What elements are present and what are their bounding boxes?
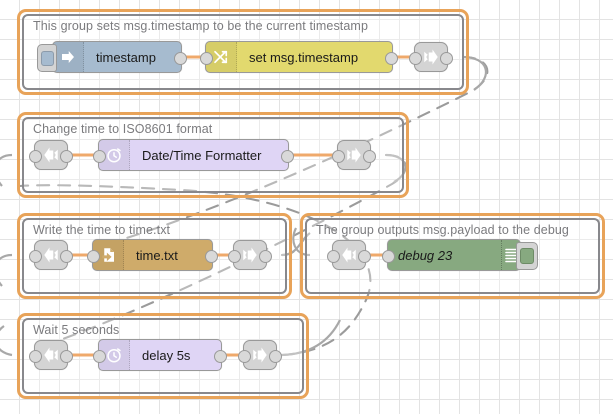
link-out-node-1[interactable] [409,42,453,72]
inject-node-label: timestamp [96,49,156,65]
inject-output-port[interactable] [174,51,187,65]
link-in-icon [333,241,365,269]
link-out-2-input-port[interactable] [332,149,345,163]
date-time-output-port[interactable] [281,149,294,163]
date-time-formatter-node[interactable]: Date/Time Formatter [93,139,294,171]
link-out-icon [234,241,266,269]
link-out-1-input-port[interactable] [409,51,422,65]
date-time-input-port[interactable] [93,149,106,163]
file-input-port[interactable] [87,249,100,263]
delay-node-5s[interactable]: delay 5s [93,339,227,371]
file-node-label: time.txt [136,247,178,263]
change-node-set-timestamp[interactable]: set msg.timestamp [200,41,398,73]
link-out-icon [244,341,276,369]
inject-node-timestamp[interactable]: timestamp [37,41,187,73]
group-delay-label: Wait 5 seconds [33,323,120,337]
link-in-2-output-port[interactable] [60,149,73,163]
link-in-icon [35,241,67,269]
link-in-2-input-port[interactable] [29,149,42,163]
link-in-4-input-port[interactable] [327,249,340,263]
link-in-node-4[interactable] [327,240,371,270]
change-node-label: set msg.timestamp [249,49,359,65]
delay-input-port[interactable] [93,349,106,363]
link-in-5-output-port[interactable] [60,349,73,363]
file-output-port[interactable] [205,249,218,263]
debug-enable-toggle-button[interactable] [516,242,538,270]
group-iso8601-label: Change time to ISO8601 format [33,122,213,136]
link-in-node-5[interactable] [29,340,73,370]
debug-node-label: debug 23 [398,247,453,263]
link-out-node-3[interactable] [228,240,272,270]
link-in-4-output-port[interactable] [358,249,371,263]
link-out-node-2[interactable] [332,140,376,170]
link-in-3-output-port[interactable] [60,249,73,263]
link-in-node-3[interactable] [29,240,73,270]
debug-lines-icon [501,240,520,270]
debug-node-23[interactable]: debug 23 [382,239,538,271]
change-output-port[interactable] [385,51,398,65]
link-in-icon [35,141,67,169]
link-out-node-5[interactable] [238,340,282,370]
debug-input-port[interactable] [382,249,395,263]
arrow-right-icon [53,42,84,72]
link-tail-in-2 [0,153,13,187]
link-out-2-output-port[interactable] [363,149,376,163]
link-tail-in-3 [0,253,13,287]
inject-trigger-button[interactable] [37,44,57,72]
link-out-icon [338,141,370,169]
link-in-5-input-port[interactable] [29,349,42,363]
link-in-icon [35,341,67,369]
link-out-5-output-port[interactable] [269,349,282,363]
change-input-port[interactable] [200,51,213,65]
file-node-time-txt[interactable]: time.txt [87,239,218,271]
group-write-file-label: Write the time to time.txt [33,223,171,237]
link-tail-in-5 [0,325,13,357]
link-out-5-input-port[interactable] [238,349,251,363]
group-debug-label: The group outputs msg.payload to the deb… [316,223,569,237]
link-in-3-input-port[interactable] [29,249,42,263]
date-time-formatter-label: Date/Time Formatter [142,147,262,163]
file-write-icon [93,240,124,270]
delay-node-label: delay 5s [142,347,191,363]
delay-output-port[interactable] [214,349,227,363]
link-out-3-input-port[interactable] [228,249,241,263]
link-out-3-output-port[interactable] [259,249,272,263]
link-in-node-2[interactable] [29,140,73,170]
group-timestamp-label: This group sets msg.timestamp to be the … [33,19,368,33]
link-out-icon [415,43,447,71]
link-out-1-output-port[interactable] [440,51,453,65]
